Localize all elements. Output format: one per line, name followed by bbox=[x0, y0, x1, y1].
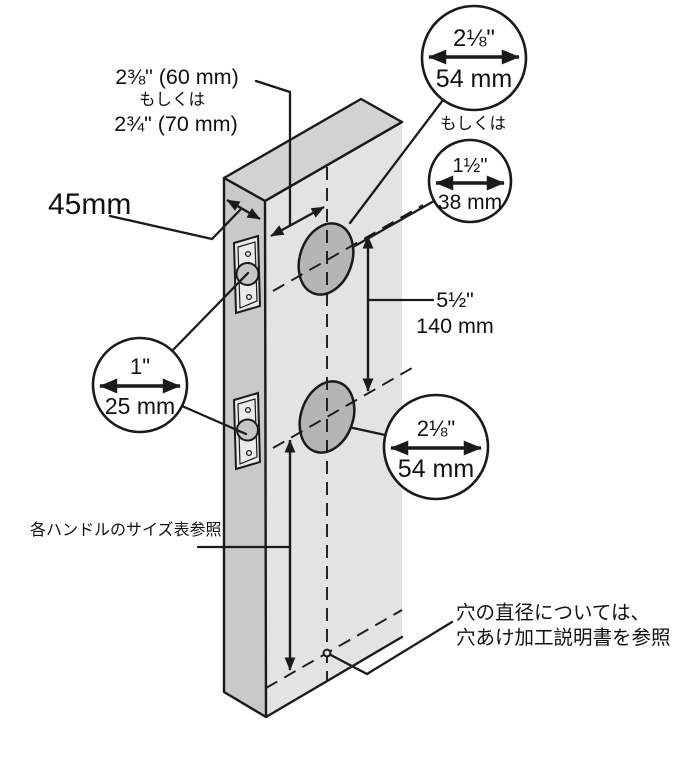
callout1-mm: 54 mm bbox=[436, 65, 512, 93]
backset-label-leader bbox=[254, 79, 292, 227]
backset-or: もしくは bbox=[139, 90, 205, 109]
callout-upper-bore-option2: 1½" 38 mm bbox=[427, 138, 513, 224]
callout2-mm: 38 mm bbox=[438, 191, 502, 214]
callout3-inches: 1" bbox=[130, 354, 150, 379]
handle-size-note: 各ハンドルのサイズ表参照 bbox=[30, 521, 222, 539]
spacing-mm: 140 mm bbox=[416, 314, 494, 338]
callout2-inches: 1½" bbox=[453, 155, 488, 177]
or-between-callouts: もしくは bbox=[440, 114, 506, 133]
backset-label: 2⅜" (60 mm) もしくは 2¾" (70 mm) bbox=[114, 65, 239, 136]
callout1-inches: 2⅛" bbox=[453, 25, 495, 52]
lower-bore-axis-dashed bbox=[272, 367, 413, 449]
door-face-top-edge bbox=[263, 120, 404, 203]
thickness-arrow bbox=[226, 198, 261, 221]
door-thickness-label: 45mm bbox=[48, 188, 131, 221]
callout1-leader bbox=[348, 98, 445, 225]
callout3-mm: 25 mm bbox=[105, 393, 175, 419]
upper-bore-axis-dashed bbox=[272, 204, 424, 292]
latch-plate-lower-inner bbox=[237, 398, 258, 465]
hole-note-line1: 穴の直径については、 bbox=[456, 602, 650, 624]
callout3-leader-upper bbox=[170, 271, 250, 353]
screw-hole-upper-top bbox=[244, 250, 252, 258]
backset-line1: 2⅜" (60 mm) bbox=[115, 65, 239, 89]
callout-edge-bore: 1" 25 mm bbox=[91, 336, 189, 434]
latch-plate-upper-inner bbox=[237, 241, 258, 309]
callout4-inches: 2⅛" bbox=[417, 416, 455, 441]
door-face-bottom-edge bbox=[264, 635, 404, 719]
face-bore-lower bbox=[298, 380, 356, 454]
spacing-inches: 5½" bbox=[436, 288, 474, 312]
thickness-label-leader bbox=[108, 208, 242, 241]
screw-hole-upper-bottom bbox=[245, 293, 253, 301]
latch-plate-lower bbox=[232, 391, 262, 471]
screw-hole-lower-top bbox=[244, 406, 252, 414]
face-bore-upper bbox=[297, 222, 355, 296]
callout-lower-bore: 2⅛" 54 mm bbox=[382, 393, 490, 501]
hole-note-line2: 穴あけ加工説明書を参照 bbox=[456, 627, 671, 649]
callout2-leader bbox=[351, 199, 436, 249]
latch-bore-lower bbox=[236, 418, 259, 442]
callout3-leader-lower bbox=[180, 404, 248, 436]
hole-spacing-label: 5½" 140 mm bbox=[416, 288, 494, 338]
callout-upper-bore-option1: 2⅛" 54 mm bbox=[420, 4, 528, 112]
backset-line2: 2¾" (70 mm) bbox=[114, 112, 238, 136]
screw-hole-lower-bottom bbox=[245, 449, 253, 457]
callout4-mm: 54 mm bbox=[398, 455, 474, 483]
hole-diameter-note: 穴の直径については、 穴あけ加工説明書を参照 bbox=[456, 602, 671, 649]
bottom-reference-dashed bbox=[265, 609, 403, 689]
callout4-leader bbox=[351, 426, 387, 437]
bottom-reference-dot bbox=[322, 648, 332, 658]
hole-note-leader bbox=[325, 620, 454, 676]
backset-arrow bbox=[270, 205, 325, 238]
